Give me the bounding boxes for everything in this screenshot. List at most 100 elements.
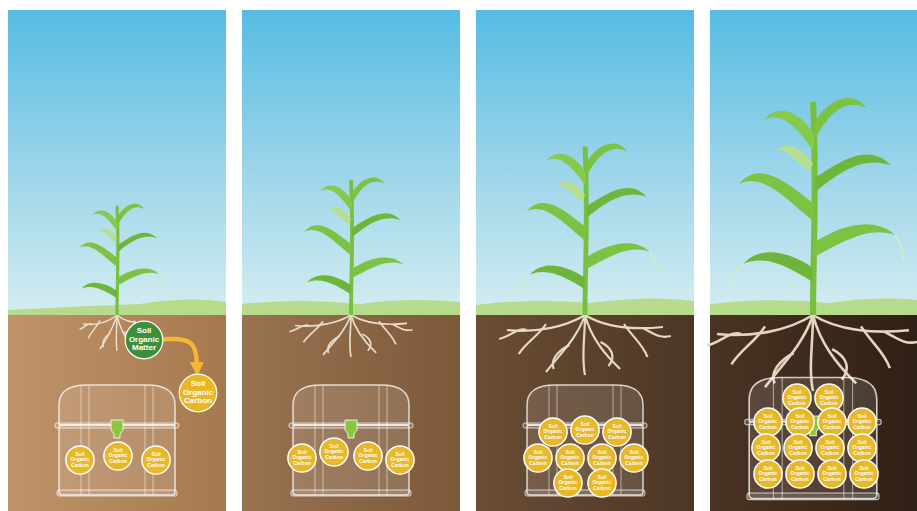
circle-text-box: Soil Organic Carbon [103,441,133,471]
circle-fill [818,460,846,488]
carbon-coin: Soil Organic Carbon [849,459,879,489]
circle-text-box: Soil Organic Carbon [619,443,649,473]
carbon-coin: Soil Organic Carbon [353,441,383,471]
carbon-coin: Soil Organic Carbon [753,459,783,489]
circle-fill [754,460,782,488]
coin-label: Soil Organic Carbon [106,448,130,464]
circle-text-box: Soil Organic Carbon [385,445,415,475]
carbon-coin: Soil Organic Carbon [141,445,171,475]
circle-fill [620,444,648,472]
coin-label: Soil Organic Carbon [541,424,565,440]
carbon-coin: Soil Organic Carbon [783,433,813,463]
circle-label: Soil Organic Matter [128,327,160,352]
matter-circle: Soil Organic Matter [124,320,164,360]
carbon-coin: Soil Organic Carbon [847,407,877,437]
coin-label: Soil Organic Carbon [605,424,629,440]
coin-label: Soil Organic Carbon [850,414,874,430]
carbon-coin: Soil Organic Carbon [319,437,349,467]
circle-text-box: Soil Organic Carbon [319,437,349,467]
carbon-coin: Soil Organic Carbon [538,417,568,447]
carbon-coin: Soil Organic Carbon [815,433,845,463]
carbon-coin: Soil Organic Carbon [587,468,617,498]
carbon-coin: Soil Organic Carbon [751,433,781,463]
circle-fill [125,321,163,359]
circle-fill [848,434,876,462]
carbon-coin: Soil Organic Carbon [785,459,815,489]
coin-label: Soil Organic Carbon [820,466,844,482]
circle-text-box: Soil Organic Carbon [753,407,783,437]
carbon-circle: Soil Organic Carbon [178,373,218,413]
circle-fill [556,444,584,472]
carbon-coin: Soil Organic Carbon [847,433,877,463]
coin-label: Soil Organic Carbon [590,475,614,491]
coin-label: Soil Organic Carbon [788,466,812,482]
circle-text-box: Soil Organic Matter [124,320,164,360]
circle-text-box: Soil Organic Carbon [178,373,218,413]
circle-text-box: Soil Organic Carbon [753,459,783,489]
circle-fill [66,446,94,474]
carbon-coin: Soil Organic Carbon [385,445,415,475]
treasure-chest [523,385,647,496]
circle-fill [603,418,631,446]
coin-label: Soil Organic Carbon [756,414,780,430]
coin-label: Soil Organic Carbon [388,452,412,468]
treasure-chest [745,378,881,500]
circle-fill [539,418,567,446]
carbon-coin: Soil Organic Carbon [817,459,847,489]
circle-text-box: Soil Organic Carbon [847,407,877,437]
circle-text-box: Soil Organic Carbon [538,417,568,447]
coin-label: Soil Organic Carbon [852,466,876,482]
carbon-coin: Soil Organic Carbon [753,407,783,437]
carbon-coin: Soil Organic Carbon [817,407,847,437]
circle-label: Soil Organic Carbon [182,380,214,405]
coin-label: Soil Organic Carbon [818,440,842,456]
carbon-coin: Soil Organic Carbon [287,443,317,473]
soil-panel [476,315,694,511]
circle-text-box: Soil Organic Carbon [817,459,847,489]
flow-arrow [164,339,197,369]
circle-fill [588,444,616,472]
sky-panel [710,10,917,315]
circle-fill [386,446,414,474]
carbon-coin: Soil Organic Carbon [785,407,815,437]
circle-fill [104,442,132,470]
coin-label: Soil Organic Carbon [144,452,168,468]
corn-plant [520,144,656,315]
circle-fill [524,444,552,472]
circle-text-box: Soil Organic Carbon [553,468,583,498]
corn-plant [75,204,163,315]
circle-fill [179,374,217,412]
sky-panel [8,10,226,315]
soil-panel [8,315,226,511]
carbon-coin: Soil Organic Carbon [553,468,583,498]
sky-panel [476,10,694,315]
circle-text-box: Soil Organic Carbon [570,415,600,445]
carbon-coin: Soil Organic Carbon [570,415,600,445]
coin-label: Soil Organic Carbon [754,440,778,456]
coin-label: Soil Organic Carbon [556,475,580,491]
circle-text-box: Soil Organic Carbon [849,459,879,489]
circle-text-box: Soil Organic Carbon [785,459,815,489]
carbon-coin: Soil Organic Carbon [103,441,133,471]
coin-label: Soil Organic Carbon [356,448,380,464]
circle-text-box: Soil Organic Carbon [65,445,95,475]
circle-fill [320,438,348,466]
coin-label: Soil Organic Carbon [820,414,844,430]
circle-text-box: Soil Organic Carbon [587,468,617,498]
circle-fill [818,408,846,436]
treasure-chest [55,385,179,496]
coin-label: Soil Organic Carbon [622,450,646,466]
circle-fill [142,446,170,474]
circle-fill [554,469,582,497]
circle-fill [784,434,812,462]
coin-label: Soil Organic Carbon [788,414,812,430]
coin-label: Soil Organic Carbon [817,390,841,406]
soil-panel [242,315,460,511]
sky-panel [242,10,460,315]
carbon-coin: Soil Organic Carbon [619,443,649,473]
coin-label: Soil Organic Carbon [573,422,597,438]
circle-text-box: Soil Organic Carbon [815,433,845,463]
circle-text-box: Soil Organic Carbon [287,443,317,473]
circle-fill [752,434,780,462]
coin-label: Soil Organic Carbon [558,450,582,466]
